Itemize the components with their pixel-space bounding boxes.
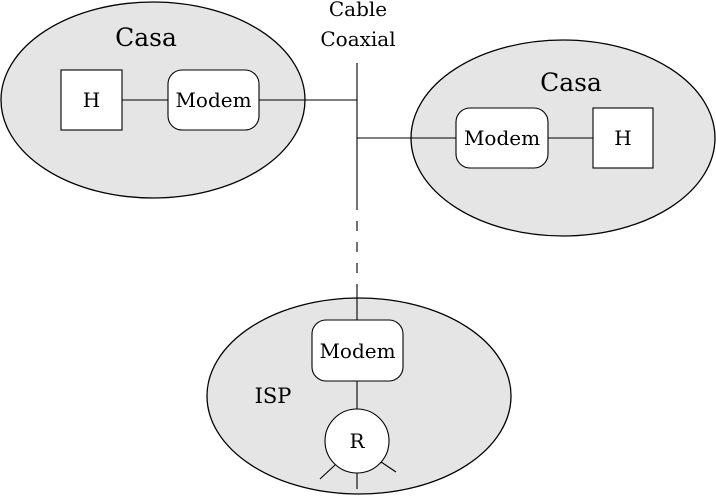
cable-label-line2: Coaxial <box>320 27 395 51</box>
modem-right-label: Modem <box>464 126 540 150</box>
router-stub-left <box>319 464 336 480</box>
modem-isp <box>311 319 404 382</box>
router <box>324 408 390 474</box>
zone-isp-label: ISP <box>255 384 292 408</box>
zone-casa-right-label: Casa <box>540 68 602 97</box>
host-left <box>60 69 123 131</box>
cable-label-line1: Cable <box>329 0 387 21</box>
zone-casa-left-label: Casa <box>115 23 177 52</box>
zone-isp <box>206 297 512 495</box>
host-right <box>592 107 654 169</box>
host-left-label: H <box>83 88 100 112</box>
modem-left <box>167 69 260 131</box>
router-label: R <box>349 429 365 453</box>
modem-right <box>455 107 549 169</box>
modem-isp-label: Modem <box>319 339 395 363</box>
modem-left-label: Modem <box>175 88 251 112</box>
host-right-label: H <box>614 126 631 150</box>
router-stub-right <box>380 461 397 473</box>
